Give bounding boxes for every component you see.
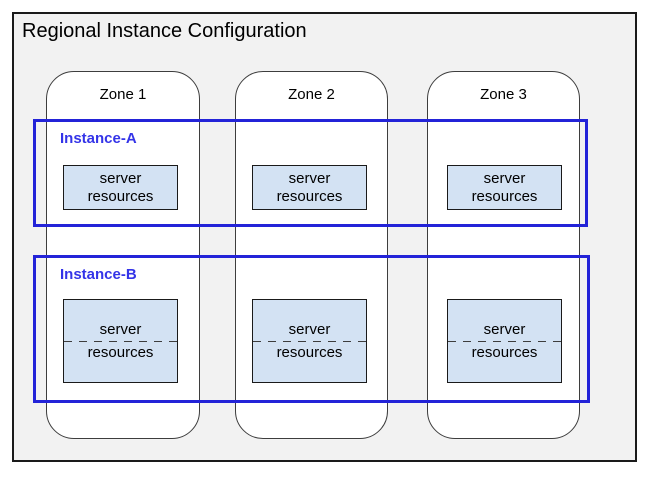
- zone-1-label: Zone 1: [99, 86, 147, 103]
- resource-line-1: server: [483, 320, 526, 338]
- resource-line-2: resources: [87, 187, 154, 205]
- server-resources-box-b1: server resources: [63, 299, 178, 383]
- instance-a-box: Instance-A: [33, 119, 588, 227]
- resource-line-2: resources: [276, 187, 343, 205]
- instance-b-box: Instance-B: [33, 255, 590, 403]
- resource-line-1: server: [99, 169, 142, 187]
- zone-3-label: Zone 3: [480, 86, 527, 103]
- server-resources-box-b3: server resources: [447, 299, 562, 383]
- resource-line-2: resources: [471, 187, 538, 205]
- resource-line-1: server: [288, 320, 331, 338]
- server-resources-box-a1: server resources: [63, 165, 178, 210]
- server-resources-box-a2: server resources: [252, 165, 367, 210]
- dashed-divider: [448, 340, 561, 342]
- resource-line-1: server: [288, 169, 331, 187]
- diagram-title: Regional Instance Configuration: [22, 20, 307, 42]
- resource-line-1: server: [483, 169, 526, 187]
- resource-line-2: resources: [276, 343, 343, 361]
- dashed-divider: [64, 340, 177, 342]
- resource-line-2: resources: [471, 343, 538, 361]
- instance-b-label: Instance-B: [60, 266, 137, 283]
- instance-a-label: Instance-A: [60, 130, 137, 147]
- dashed-divider: [253, 340, 366, 342]
- zone-2-label: Zone 2: [288, 86, 335, 103]
- resource-line-1: server: [99, 320, 142, 338]
- resource-line-2: resources: [87, 343, 154, 361]
- server-resources-box-a3: server resources: [447, 165, 562, 210]
- server-resources-box-b2: server resources: [252, 299, 367, 383]
